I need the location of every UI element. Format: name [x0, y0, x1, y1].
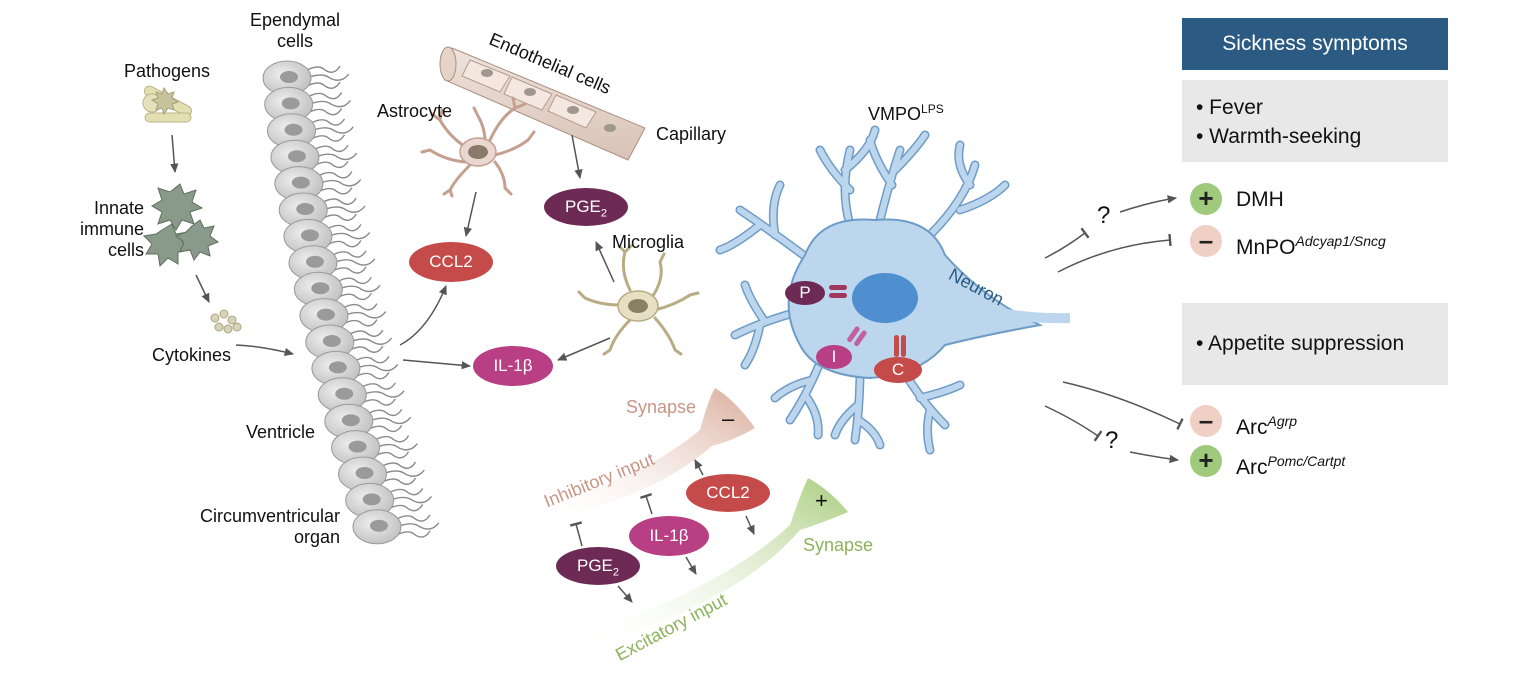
microglia-label: Microglia [612, 232, 685, 252]
microglia-icon [577, 244, 700, 356]
il1b-bottom-text: IL-1β [649, 526, 689, 545]
il1b-mid-text: IL-1β [493, 356, 533, 375]
dmh-label: DMH [1236, 188, 1284, 211]
pge2-top-oval [544, 188, 628, 226]
excitatory-sign: + [815, 488, 828, 513]
capillary-label: Capillary [656, 124, 727, 144]
pge2-bottom-text: PGE2 [576, 556, 620, 579]
excitatory-input [585, 478, 848, 645]
ccl2-top-oval [409, 242, 493, 282]
vmpo-label: VMPOLPS [868, 102, 944, 124]
capillary-icon [439, 46, 646, 161]
synapse-excitatory-label: Synapse [803, 535, 874, 555]
ccl2-bottom-text: CCL2 [706, 483, 750, 502]
innate-immune-cells-icon [142, 183, 220, 268]
pathogens-label: Pathogens [123, 61, 211, 81]
question-mark-top: ? [1097, 202, 1111, 229]
pathogens-icon [142, 85, 193, 123]
arc-pomc-plus-badge: + [1190, 445, 1222, 477]
neuron-nucleus [852, 273, 918, 323]
dmh-plus-badge: + [1190, 183, 1222, 215]
arc-agrp-minus-badge: – [1190, 405, 1222, 437]
ependymal-cell-column [262, 60, 440, 545]
astrocyte-label: Astrocyte [377, 101, 453, 121]
receptor-i [816, 326, 867, 369]
cytokines-icon [210, 309, 242, 334]
receptor-c-label: C [891, 360, 905, 379]
receptor-p-label: P [799, 283, 811, 302]
astrocyte-icon [420, 96, 536, 198]
circumventricular-organ-label: Circumventricular organ [199, 506, 340, 547]
inhibitory-sign: – [722, 406, 735, 431]
receptor-c [874, 335, 922, 383]
neuron-icon [715, 125, 1071, 455]
ccl2-bottom-oval [686, 474, 770, 512]
arc-pomc-label: ArcPomc/Cartpt [1236, 453, 1346, 479]
il1b-mid-oval [473, 346, 553, 386]
symptom-fever: • Fever [1196, 96, 1263, 119]
symptom-appetite-suppression: • Appetite suppression [1196, 332, 1405, 355]
synapse-inhibitory-label: Synapse [626, 397, 697, 417]
ventricle-label: Ventricle [246, 422, 316, 442]
receptor-i-label: I [831, 347, 837, 366]
arc-agrp-label: ArcAgrp [1236, 413, 1298, 439]
pge2-top-text: PGE2 [564, 197, 608, 220]
inhibitory-input [530, 388, 755, 522]
ccl2-top-text: CCL2 [429, 252, 473, 271]
symptom-group-fever: • Fever • Warmth-seeking [1182, 80, 1448, 162]
symptom-warmth-seeking: • Warmth-seeking [1196, 125, 1362, 148]
mnpo-minus-badge: – [1190, 225, 1222, 257]
sickness-symptoms-header: Sickness symptoms [1182, 18, 1448, 70]
pge2-bottom-oval [556, 547, 640, 585]
cytokines-label: Cytokines [152, 345, 232, 365]
question-mark-bottom: ? [1105, 427, 1119, 454]
mnpo-label: MnPOAdcyap1/Sncg [1236, 233, 1386, 259]
innate-immune-cells-label: Innate immune cells [79, 198, 144, 260]
symptom-group-appetite: • Appetite suppression [1182, 303, 1448, 385]
il1b-bottom-oval [629, 516, 709, 556]
ependymal-cells-label: Ependymal cells [249, 10, 341, 51]
receptor-p [785, 281, 847, 305]
